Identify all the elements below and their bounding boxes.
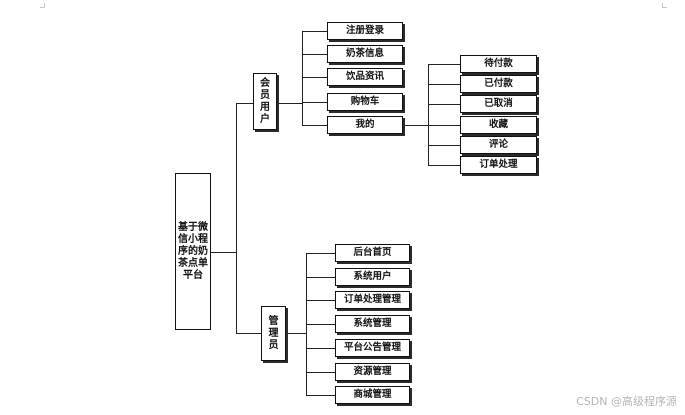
corner-mark <box>40 3 45 8</box>
node-cart: 购物车 <box>327 93 403 111</box>
node-favorites: 收藏 <box>460 116 537 134</box>
node-order-management: 订单处理管理 <box>335 291 410 309</box>
node-comments: 评论 <box>460 136 537 154</box>
connector-line <box>236 333 261 335</box>
connector-line <box>277 103 302 105</box>
watermark: CSDN @高级程序源 <box>576 395 677 408</box>
node-cancelled: 已取消 <box>460 95 537 113</box>
node-announcement-management: 平台公告管理 <box>335 339 410 357</box>
connector-line <box>428 64 430 165</box>
node-register-login: 注册登录 <box>327 22 403 40</box>
connector-line <box>306 253 335 255</box>
connector-line <box>428 165 460 167</box>
node-system-management: 系统管理 <box>335 315 410 333</box>
connector-line <box>306 348 335 350</box>
connector-line <box>403 125 428 127</box>
connector-line <box>210 252 236 254</box>
node-paid: 已付款 <box>460 75 537 93</box>
node-system-users: 系统用户 <box>335 268 410 286</box>
connector-line <box>302 125 327 127</box>
branch-admin: 管理员 <box>261 306 286 361</box>
connector-line <box>306 324 335 326</box>
connector-line <box>306 277 335 279</box>
connector-line <box>236 103 253 105</box>
branch-member-user: 会员用户 <box>253 73 277 130</box>
connector-line <box>428 84 460 86</box>
node-mine: 我的 <box>327 116 403 134</box>
connector-line <box>302 102 327 104</box>
connector-line <box>302 31 327 33</box>
node-resource-management: 资源管理 <box>335 363 410 381</box>
node-pending-payment: 待付款 <box>460 55 537 73</box>
connector-line <box>302 77 327 79</box>
node-milktea-info: 奶茶信息 <box>327 45 403 63</box>
node-admin-home: 后台首页 <box>335 244 410 262</box>
connector-line <box>286 333 306 335</box>
root-node: 基于微信小程序的奶茶点单平台 <box>175 173 211 330</box>
connector-line <box>428 104 460 106</box>
connector-line <box>306 300 335 302</box>
connector-line <box>428 125 460 127</box>
connector-line <box>302 31 304 126</box>
connector-line <box>306 395 335 397</box>
node-drink-news: 饮品资讯 <box>327 68 403 86</box>
connector-line <box>302 54 327 56</box>
connector-line <box>428 64 460 66</box>
node-order-handling: 订单处理 <box>460 156 537 174</box>
connector-line <box>236 103 238 334</box>
corner-mark <box>662 3 667 8</box>
connector-line <box>306 372 335 374</box>
connector-line <box>428 145 460 147</box>
node-mall-management: 商城管理 <box>335 386 410 404</box>
